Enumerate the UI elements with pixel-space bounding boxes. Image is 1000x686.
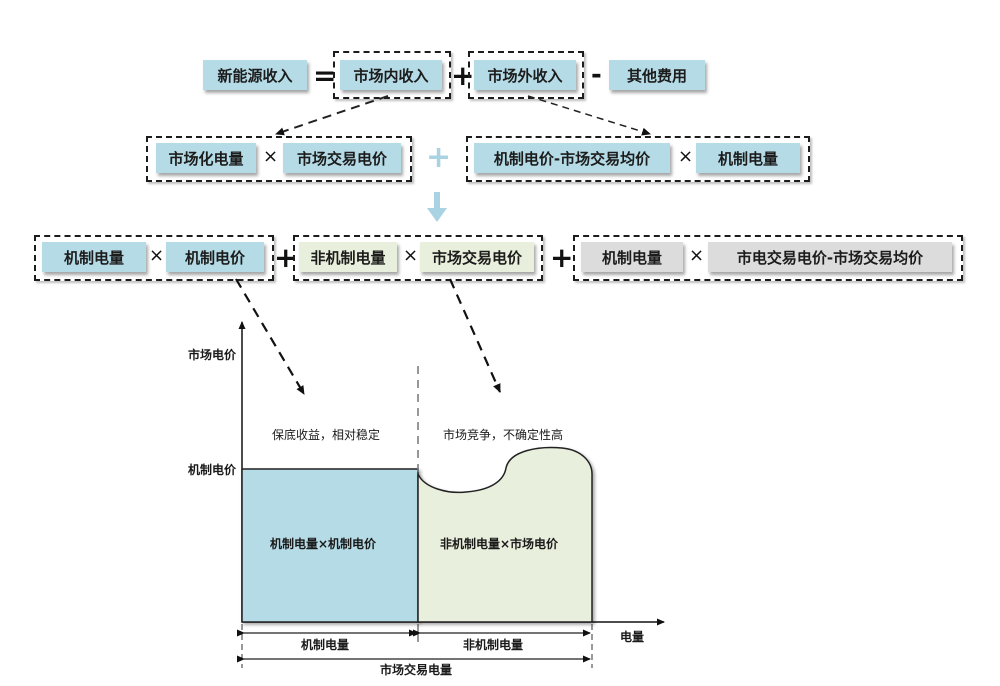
market-trade-price-box: 市场交易电价 (283, 143, 401, 173)
dim-total-label: 市场交易电量 (380, 663, 453, 677)
plus-operator-r3-1: + (274, 241, 298, 274)
other-costs-box: 其他费用 (609, 60, 705, 90)
y-axis-label: 市场电价 (188, 348, 237, 362)
market-trade-price-box-r3: 市场交易电价 (420, 242, 534, 272)
mechanism-volume-box-r3-gray: 机制电量 (581, 242, 683, 272)
mechanism-income-group (34, 235, 274, 281)
mechanism-volume-label-r3: 机制电量 (63, 248, 124, 267)
right-region-note: 市场竞争，不确定性高 (443, 428, 564, 442)
plus-operator-light: + (426, 140, 452, 175)
left-region-note: 保底收益，相对稳定 (272, 428, 381, 442)
new-energy-income-box: 新能源收入 (203, 60, 307, 90)
other-costs-label: 其他费用 (626, 66, 687, 85)
price-difference-box: 机制电价-市场交易均价 (474, 143, 670, 173)
in-market-income-group (333, 51, 451, 99)
mechanism-area-label: 机制电量×机制电价 (270, 537, 377, 551)
out-market-income-label: 市场外收入 (487, 66, 563, 85)
y-tick-mechanism-price: 机制电价 (188, 463, 237, 477)
plus-operator-r3-2: + (550, 241, 574, 274)
market-trade-price-label: 市场交易电价 (296, 149, 387, 168)
mechanism-volume-label: 机制电量 (717, 149, 778, 168)
times-operator: × (263, 146, 279, 167)
arrow-out-market-to-row2 (527, 95, 651, 136)
times-operator: × (689, 245, 705, 266)
non-mechanism-volume-box: 非机制电量 (299, 242, 397, 272)
mechanism-volume-box-r3: 机制电量 (42, 242, 146, 272)
arrow-mechanism-to-chart (235, 278, 305, 395)
times-operator: × (678, 146, 694, 167)
adjustment-group (573, 235, 963, 281)
market-volume-price-group (146, 136, 412, 182)
down-arrow-icon (427, 192, 447, 222)
price-difference-box-r3: 市电交易电价-市场交易均价 (708, 242, 952, 272)
dim-right-label: 非机制电量 (463, 638, 524, 652)
equals-operator: = (313, 59, 337, 92)
in-market-income-box: 市场内收入 (340, 60, 442, 90)
arrow-non-mechanism-to-chart (448, 278, 502, 393)
market-volume-box: 市场化电量 (156, 143, 256, 173)
mechanism-price-box-r3: 机制电价 (166, 242, 264, 272)
market-volume-label: 市场化电量 (168, 149, 244, 168)
out-market-income-group (468, 51, 584, 99)
non-mechanism-income-group (293, 235, 543, 281)
non-mechanism-area-label: 非机制电量×市场电价 (440, 537, 559, 551)
market-trade-price-label-r3: 市场交易电价 (431, 248, 522, 267)
mechanism-volume-label-r3-gray: 机制电量 (601, 248, 662, 267)
times-operator: × (403, 245, 419, 266)
new-energy-income-label: 新能源收入 (217, 66, 293, 85)
out-market-income-box: 市场外收入 (474, 60, 576, 90)
mechanism-price-label-r3: 机制电价 (184, 248, 245, 267)
mechanism-area (241, 468, 419, 623)
times-operator: × (149, 245, 165, 266)
arrow-in-market-to-row2 (275, 95, 389, 136)
in-market-income-label: 市场内收入 (353, 66, 429, 85)
price-difference-label-r3: 市电交易电价-市场交易均价 (736, 248, 924, 267)
non-mechanism-volume-label: 非机制电量 (310, 248, 386, 267)
dim-left-label: 机制电量 (301, 638, 350, 652)
non-mechanism-area (417, 446, 593, 623)
minus-operator: - (591, 60, 602, 90)
mechanism-difference-group (466, 136, 810, 182)
x-axis-label: 电量 (620, 630, 645, 644)
mechanism-volume-box: 机制电量 (696, 143, 800, 173)
price-difference-label: 机制电价-市场交易均价 (493, 149, 651, 168)
